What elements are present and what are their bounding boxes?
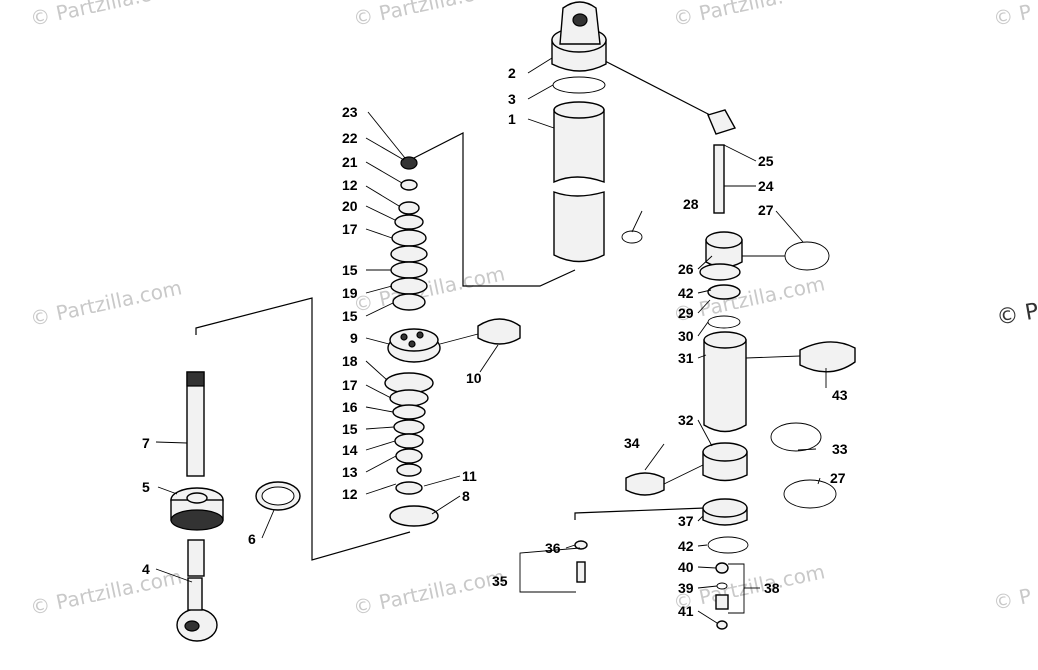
callout-15b: 15: [342, 308, 358, 324]
callout-10: 10: [466, 370, 482, 386]
valve-24: [713, 144, 725, 214]
callout-17a: 17: [342, 221, 358, 237]
callout-11: 11: [462, 468, 477, 484]
shaft: [186, 371, 205, 477]
callout-18: 18: [342, 353, 358, 369]
callout-39: 39: [678, 580, 694, 596]
o-ring-27-bottom: [783, 479, 837, 509]
nut-23: [400, 156, 418, 170]
bearing-29: [707, 284, 741, 300]
callout-38: 38: [764, 580, 780, 596]
callout-27a: 27: [758, 202, 774, 218]
screw-35: [576, 561, 586, 583]
valve-stack: [384, 156, 521, 527]
assembly-bracket-lines: [195, 59, 711, 561]
callout-19: 19: [342, 285, 358, 301]
callout-30: 30: [678, 328, 694, 344]
watermark: © Partzilla.: [671, 0, 785, 31]
o-ring-28: [621, 230, 643, 244]
callout-2: 2: [508, 65, 516, 81]
shaft-assembly: [170, 371, 301, 642]
callout-28: 28: [683, 196, 699, 212]
bleed-screw: [715, 594, 729, 610]
callout-43: 43: [832, 387, 848, 403]
watermark-edge: © P: [995, 299, 1038, 331]
shaft-thread: [186, 371, 205, 387]
callout-12a: 12: [342, 177, 358, 193]
reservoir-assembly: [574, 109, 856, 630]
o-ring-33: [770, 422, 822, 452]
callout-15c: 15: [342, 421, 358, 437]
callout-9: 9: [350, 330, 358, 346]
callout-22: 22: [342, 130, 358, 146]
leader-lines: [155, 57, 827, 624]
callout-5: 5: [142, 479, 150, 495]
callout-8: 8: [462, 488, 470, 504]
callout-32: 32: [678, 412, 694, 428]
callout-17b: 17: [342, 377, 358, 393]
callout-40: 40: [678, 559, 694, 575]
callout-33: 33: [832, 441, 848, 457]
callout-3: 3: [508, 91, 516, 107]
callout-42b: 42: [678, 538, 694, 554]
callout-34: 34: [624, 435, 640, 451]
watermark: © Partzilla.c: [351, 0, 476, 31]
shock-body: [551, 1, 607, 263]
callout-37: 37: [678, 513, 694, 529]
callout-42a: 42: [678, 285, 694, 301]
bottom-washer-8: [389, 505, 439, 527]
ball-41: [716, 620, 728, 630]
o-ring-30: [707, 315, 741, 329]
callout-25: 25: [758, 153, 774, 169]
plug-40: [715, 562, 729, 574]
callout-26: 26: [678, 261, 694, 277]
callout-41: 41: [678, 603, 694, 619]
watermark: © Partzilla.com: [671, 271, 827, 327]
spacer: [187, 539, 205, 577]
callout-29: 29: [678, 305, 694, 321]
callout-23: 23: [342, 104, 358, 120]
callout-21: 21: [342, 154, 358, 170]
watermark: © P: [991, 583, 1034, 614]
watermark: © Partzilla.c: [28, 0, 153, 31]
washer-36: [574, 540, 588, 550]
fitting-25: [707, 109, 737, 135]
o-ring-3: [552, 76, 606, 94]
o-ring-42-bottom: [707, 536, 749, 554]
watermark: © Partzilla.com: [351, 564, 507, 620]
callout-14: 14: [342, 442, 358, 458]
callout-16: 16: [342, 399, 358, 415]
watermark: © Partzilla.com: [28, 275, 184, 331]
callout-labels: 1 2 3 4 5 6 7 8 9 10 11 12 12 13 14 15 1…: [142, 65, 848, 619]
watermark: © P: [991, 0, 1034, 31]
callout-20: 20: [342, 198, 358, 214]
callout-6: 6: [248, 531, 256, 547]
callout-4: 4: [142, 561, 150, 577]
callout-31: 31: [678, 350, 694, 366]
o-ring-27-top: [784, 241, 830, 271]
callout-7: 7: [142, 435, 150, 451]
callout-27b: 27: [830, 470, 846, 486]
reservoir-31: [703, 339, 747, 433]
watermark: © Partzilla.com: [28, 564, 184, 620]
watermark: © Partzilla.com: [671, 559, 827, 615]
piston-band-10: [477, 318, 521, 345]
callout-24: 24: [758, 178, 774, 194]
callout-36: 36: [545, 540, 561, 556]
callout-1: 1: [508, 111, 516, 127]
callout-35: 35: [492, 573, 508, 589]
callout-15a: 15: [342, 262, 358, 278]
callout-13: 13: [342, 464, 358, 480]
clamp-43: [799, 341, 856, 373]
tube-1: [553, 109, 605, 184]
callout-12b: 12: [342, 486, 358, 502]
band-34: [625, 472, 665, 496]
